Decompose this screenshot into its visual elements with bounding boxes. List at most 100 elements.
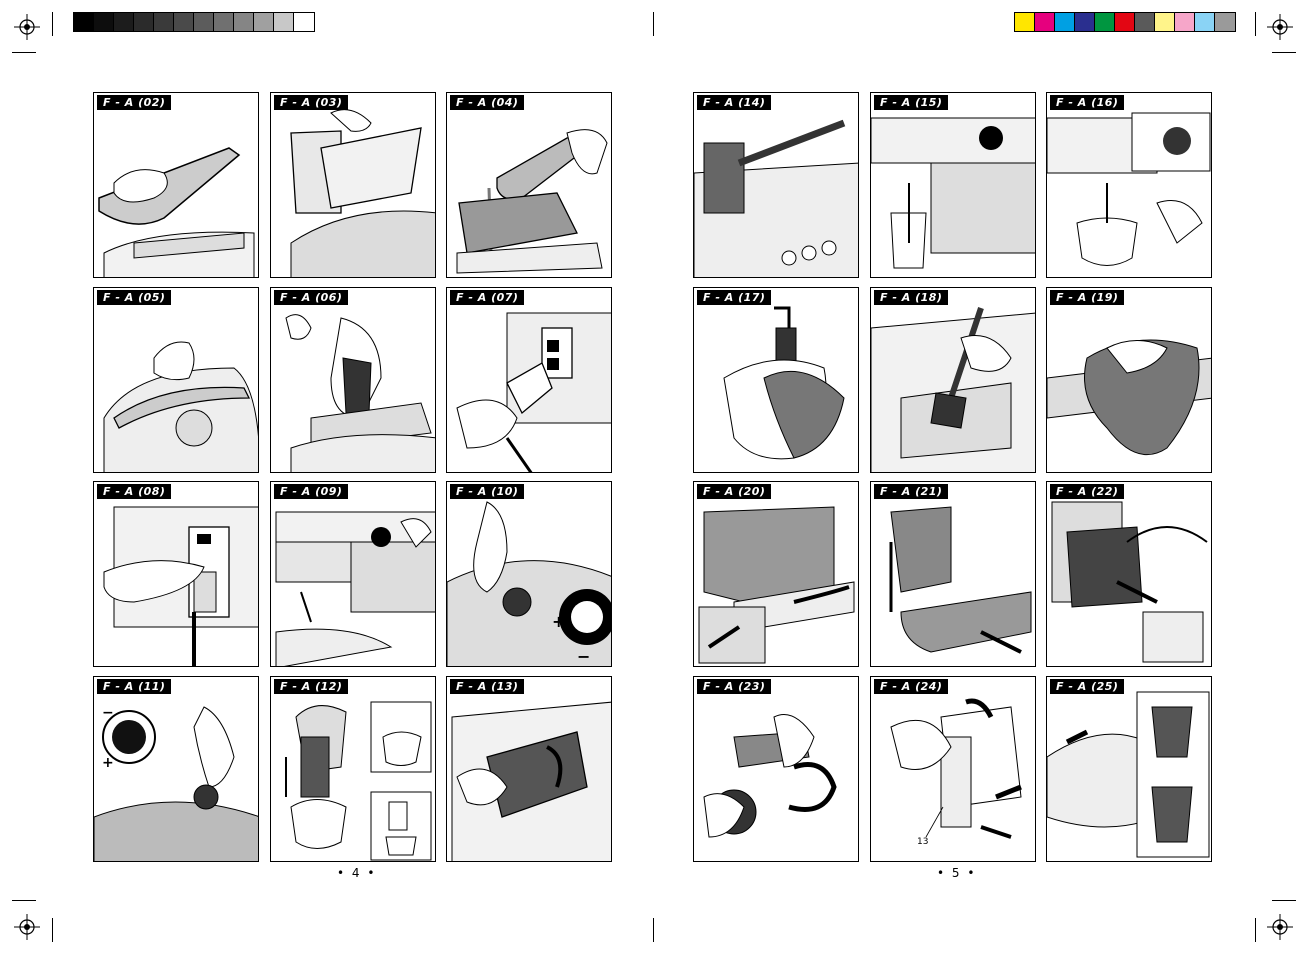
panel-label: F - A (12) <box>274 679 349 694</box>
panel-label: F - A (23) <box>697 679 772 694</box>
panel-label: F - A (21) <box>874 484 949 499</box>
panel-label: F - A (17) <box>697 290 772 305</box>
panel-fa-11: − + F - A (11) <box>93 676 259 862</box>
crop-mark <box>12 900 36 901</box>
grey-calibration-bar <box>73 12 315 32</box>
panel-fa-02: F - A (02) <box>93 92 259 278</box>
calibration-swatch <box>1075 13 1095 31</box>
panel-fa-17: F - A (17) <box>693 287 859 473</box>
panel-label: F - A (04) <box>450 95 525 110</box>
illustration-brew-unit-out <box>1051 501 1208 663</box>
panel-label: F - A (24) <box>874 679 949 694</box>
svg-text:+: + <box>552 612 565 631</box>
panel-fa-20: F - A (20) <box>693 481 859 667</box>
panel-fa-10: + − F - A (10) <box>446 481 612 667</box>
calibration-swatch <box>1135 13 1155 31</box>
illustration-open-bean-lid <box>103 341 258 472</box>
panel-label: F - A (05) <box>97 290 172 305</box>
svg-text:+: + <box>102 755 114 771</box>
panel-label: F - A (20) <box>697 484 772 499</box>
panel-label: F - A (16) <box>1050 95 1125 110</box>
panel-fa-18: F - A (18) <box>870 287 1036 473</box>
registration-mark-icon <box>14 914 40 940</box>
calibration-swatch <box>74 13 94 31</box>
panel-fa-05: F - A (05) <box>93 287 259 473</box>
panel-label: F - A (19) <box>1050 290 1125 305</box>
crop-mark <box>653 918 654 942</box>
calibration-swatch <box>254 13 274 31</box>
panel-label: F - A (10) <box>450 484 525 499</box>
panel-label: F - A (14) <box>697 95 772 110</box>
panel-fa-24: 13 F - A (24) <box>870 676 1036 862</box>
illustration-hand-lid <box>98 147 255 277</box>
calibration-swatch <box>114 13 134 31</box>
illustration-remove-tank <box>290 109 435 277</box>
registration-mark-icon <box>14 14 40 40</box>
panel-fa-21: F - A (21) <box>870 481 1036 667</box>
illustration-filter-twist <box>703 714 837 838</box>
calibration-swatch <box>1115 13 1135 31</box>
panel-label: F - A (08) <box>97 484 172 499</box>
crop-mark <box>653 12 654 36</box>
svg-text:−: − <box>102 705 114 721</box>
illustration-drip-tray-brush <box>694 119 858 277</box>
calibration-swatch <box>1175 13 1195 31</box>
panel-fa-13: F - A (13) <box>446 676 612 862</box>
illustration-grind-knob: + − <box>447 501 611 666</box>
panel-label: F - A (25) <box>1050 679 1125 694</box>
page-number-left: • 4 • <box>337 866 377 880</box>
panel-fa-15: F - A (15) <box>870 92 1036 278</box>
calibration-swatch <box>1095 13 1115 31</box>
panel-fa-06: F - A (06) <box>270 287 436 473</box>
panel-label: F - A (15) <box>874 95 949 110</box>
calibration-swatch <box>1035 13 1055 31</box>
calibration-swatch <box>94 13 114 31</box>
crop-mark <box>52 12 53 36</box>
registration-mark-icon <box>1267 14 1293 40</box>
illustration-grind-dial: − + <box>94 705 258 861</box>
panel-fa-09: F - A (09) <box>270 481 436 667</box>
crop-mark <box>1255 12 1256 36</box>
panel-label: F - A (02) <box>97 95 172 110</box>
illustration-plug-cable <box>456 312 611 472</box>
panel-fa-12: F - A (12) <box>270 676 436 862</box>
calibration-swatch <box>234 13 254 31</box>
illustration-slide-tray <box>889 506 1032 654</box>
panel-fa-19: F - A (19) <box>1046 287 1212 473</box>
illustration-dispense <box>275 511 435 666</box>
panel-label: F - A (13) <box>450 679 525 694</box>
callout-number: 13 <box>917 837 929 847</box>
panel-label: F - A (11) <box>97 679 172 694</box>
panel-label: F - A (09) <box>274 484 349 499</box>
registration-mark-icon <box>1267 914 1293 940</box>
calibration-swatch <box>274 13 294 31</box>
calibration-swatch <box>1215 13 1235 31</box>
illustration-steam-cup <box>1047 112 1211 266</box>
panel-fa-16: F - A (16) <box>1046 92 1212 278</box>
crop-mark <box>12 52 36 53</box>
illustration-brew-unit-lever <box>890 698 1022 839</box>
crop-mark <box>1272 52 1296 53</box>
panel-label: F - A (07) <box>450 290 525 305</box>
calibration-swatch <box>294 13 314 31</box>
illustration-brush-clean <box>871 307 1035 472</box>
calibration-swatch <box>1055 13 1075 31</box>
page-number-right: • 5 • <box>937 866 977 880</box>
illustration-wipe-tray <box>1047 339 1211 456</box>
panel-fa-23: F - A (23) <box>693 676 859 862</box>
illustration-remove-tray <box>698 506 855 664</box>
illustration-grounds-drawer <box>451 701 611 861</box>
panel-label: F - A (03) <box>274 95 349 110</box>
panel-label: F - A (22) <box>1050 484 1125 499</box>
illustration-hot-water-glass <box>871 117 1035 269</box>
panel-fa-08: F - A (08) <box>93 481 259 667</box>
panel-fa-03: F - A (03) <box>270 92 436 278</box>
panel-label: F - A (06) <box>274 290 349 305</box>
calibration-swatch <box>1155 13 1175 31</box>
panel-fa-22: F - A (22) <box>1046 481 1212 667</box>
illustration-pour-beans <box>285 314 435 472</box>
panel-label: F - A (18) <box>874 290 949 305</box>
crop-mark <box>52 918 53 942</box>
illustration-spout-height <box>285 701 432 861</box>
